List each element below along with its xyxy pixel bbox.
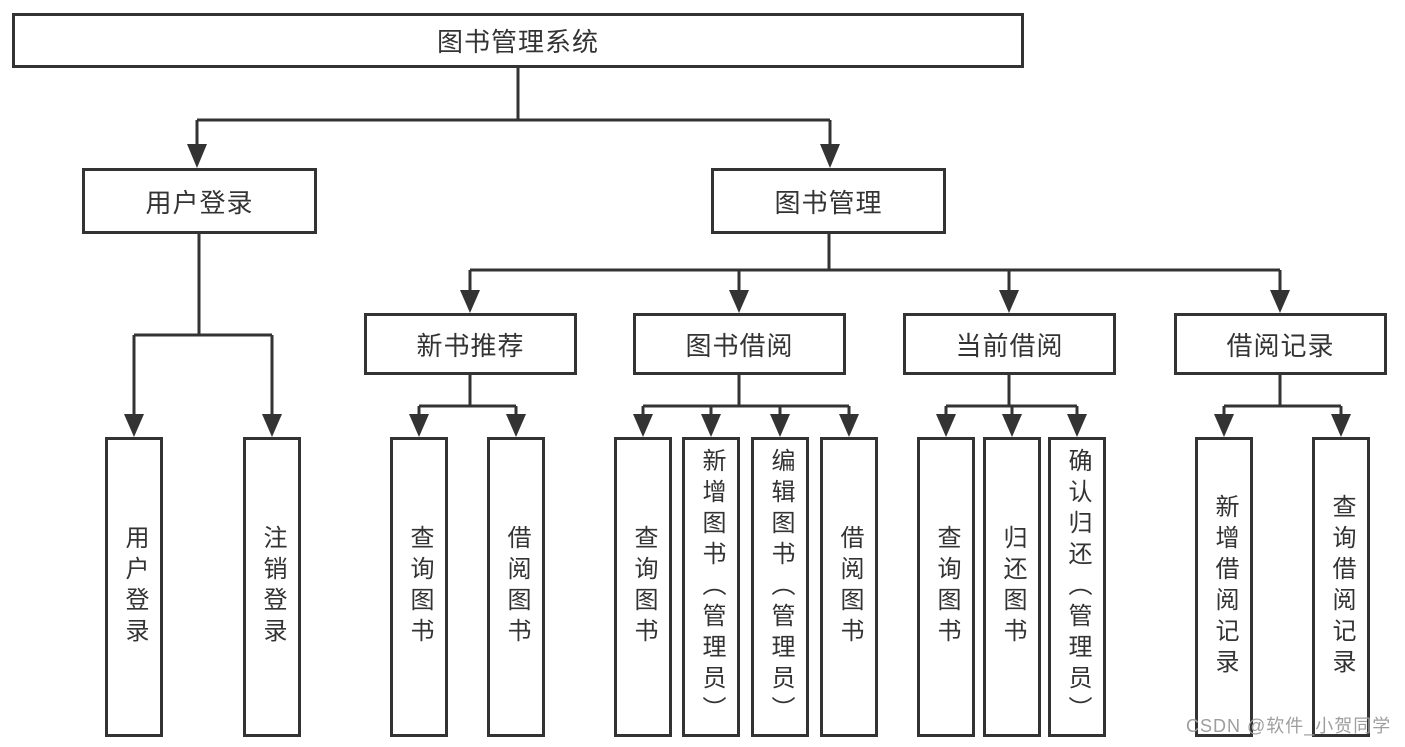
leaf-recommend-query-books: 查询图书 [390,437,448,737]
node-book-borrow: 图书借阅 [633,313,846,375]
leaf-user-login-label: 用户登录 [121,525,148,649]
node-borrow-records-label: 借阅记录 [1226,330,1335,361]
leaf-user-login: 用户登录 [105,437,163,737]
node-current-borrow: 当前借阅 [903,313,1116,375]
node-new-book-recommend: 新书推荐 [364,313,577,375]
leaf-recommend-borrow-books-label: 借阅图书 [503,525,530,649]
leaf-logout-label: 注销登录 [259,525,286,649]
leaf-edit-books-admin: 编辑图书（管理员） [751,437,809,737]
leaf-add-borrow-record-label: 新增借阅记录 [1211,494,1238,680]
node-book-borrow-label: 图书借阅 [685,330,794,361]
node-current-borrow-label: 当前借阅 [955,330,1064,361]
leaf-recommend-borrow-books: 借阅图书 [487,437,545,737]
leaf-current-query-books-label: 查询图书 [933,525,960,649]
watermark: CSDN @软件_小贺同学 [1186,716,1392,736]
leaf-confirm-return-admin: 确认归还（管理员） [1048,437,1106,737]
node-book-management: 图书管理 [711,168,946,234]
leaf-query-borrow-record: 查询借阅记录 [1312,437,1370,737]
leaf-confirm-return-admin-label: 确认归还（管理员） [1064,447,1091,727]
node-user-login: 用户登录 [82,168,317,234]
leaf-add-borrow-record: 新增借阅记录 [1195,437,1253,737]
leaf-logout: 注销登录 [243,437,301,737]
leaf-borrow-query-books-label: 查询图书 [630,525,657,649]
node-new-book-recommend-label: 新书推荐 [416,330,525,361]
node-root-label: 图书管理系统 [436,27,599,57]
leaf-add-books-admin: 新增图书（管理员） [682,437,740,737]
leaf-edit-books-admin-label: 编辑图书（管理员） [767,447,794,727]
node-borrow-records: 借阅记录 [1174,313,1387,375]
leaf-add-books-admin-label: 新增图书（管理员） [698,447,725,727]
leaf-query-borrow-record-label: 查询借阅记录 [1328,494,1355,680]
node-book-management-label: 图书管理 [774,187,883,218]
leaf-borrow-books-label: 借阅图书 [836,525,863,649]
leaf-return-books: 归还图书 [983,437,1041,737]
leaf-borrow-books: 借阅图书 [820,437,878,737]
leaf-current-query-books: 查询图书 [917,437,975,737]
leaf-recommend-query-books-label: 查询图书 [406,525,433,649]
leaf-return-books-label: 归还图书 [999,525,1026,649]
node-user-login-label: 用户登录 [145,187,254,218]
leaf-borrow-query-books: 查询图书 [614,437,672,737]
node-root: 图书管理系统 [12,13,1024,68]
